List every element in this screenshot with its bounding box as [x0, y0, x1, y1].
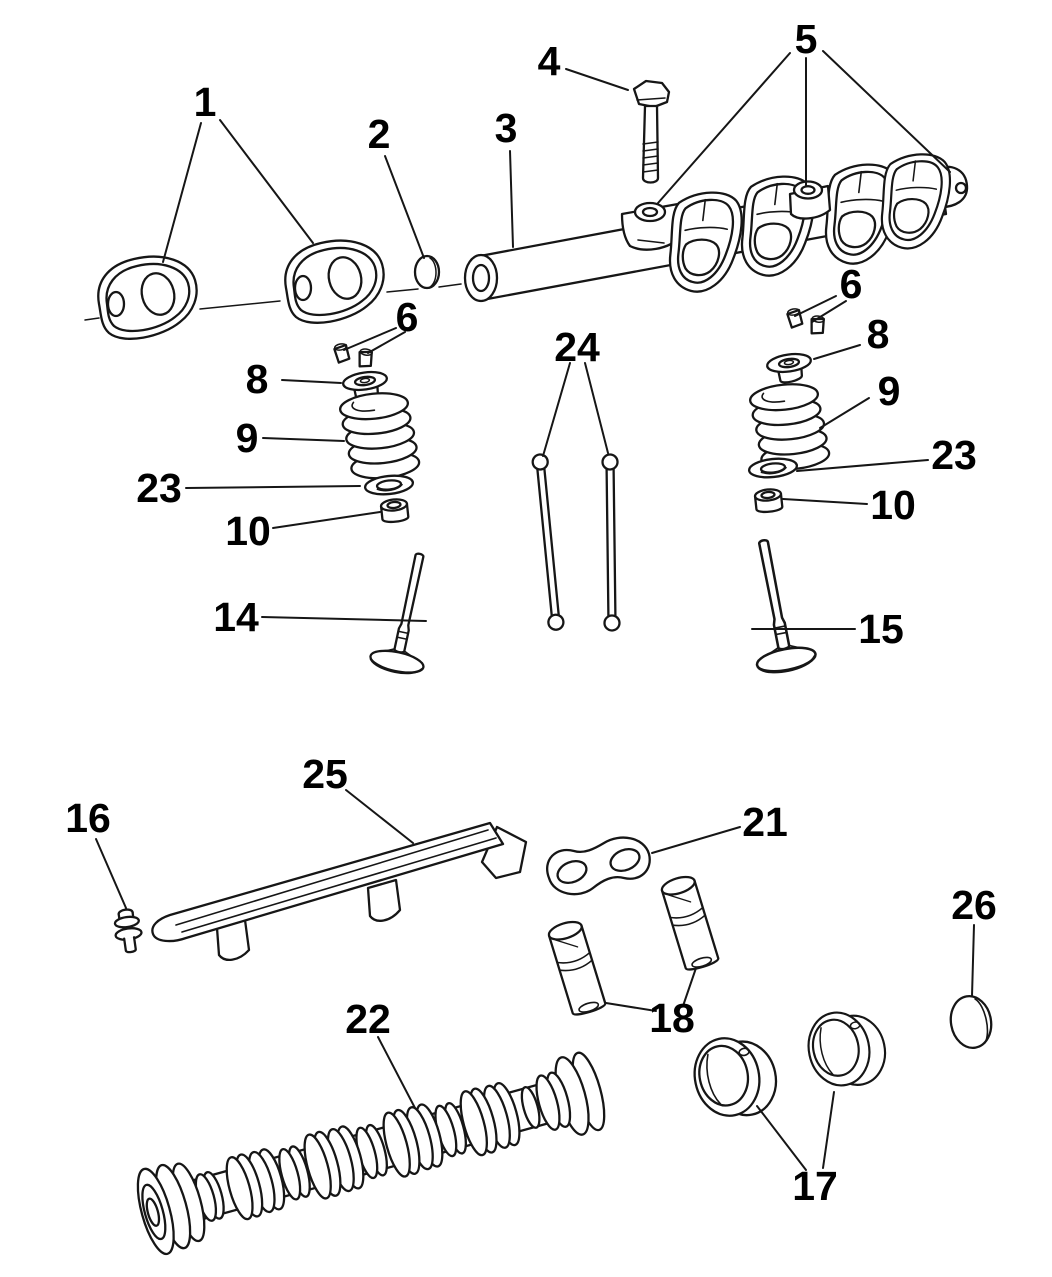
callout-8-leader	[813, 344, 861, 360]
spring-retainer-right	[764, 350, 815, 386]
callout-1-label: 1	[194, 79, 217, 125]
shield-stud	[113, 908, 143, 954]
valve-right	[732, 533, 819, 678]
callout-9-leader	[262, 437, 345, 442]
callout-17-leader	[822, 1091, 835, 1169]
callout-9-leader	[819, 397, 870, 429]
callout-6-leader	[367, 331, 406, 354]
callout-14-label: 14	[213, 594, 259, 640]
callout-16-label: 16	[65, 795, 111, 841]
callout-15-label: 15	[858, 606, 904, 652]
callout-1-leader	[219, 119, 314, 244]
callout-6-leader	[811, 300, 847, 323]
rocker-shaft-plug	[413, 254, 441, 290]
callout-6-label: 6	[396, 294, 419, 340]
camshaft	[136, 1051, 606, 1256]
camshaft-bearing-right	[800, 1002, 893, 1095]
callout-14-leader	[261, 616, 427, 622]
callout-21-leader	[651, 826, 741, 854]
callout-9-label: 9	[236, 415, 259, 461]
callout-9-label: 9	[878, 368, 901, 414]
callout-8-label: 8	[867, 311, 890, 357]
valve-stem-seal-right	[753, 487, 784, 515]
callout-17-label: 17	[792, 1163, 838, 1209]
callout-10-leader	[272, 511, 381, 529]
callout-6-label: 6	[840, 261, 863, 307]
callout-22-label: 22	[345, 996, 391, 1042]
callout-10-label: 10	[870, 482, 916, 528]
camshaft-bearing-left	[686, 1027, 784, 1126]
callout-4-leader	[565, 68, 629, 91]
valve-stem-seal-left	[379, 497, 410, 525]
pushrod-guide-plate	[546, 836, 651, 896]
callout-23-label: 23	[931, 432, 977, 478]
callout-26-leader	[971, 924, 975, 997]
callout-16-leader	[95, 838, 127, 909]
callout-25-label: 25	[302, 751, 348, 797]
callout-5-leader	[657, 52, 791, 204]
valve-spring-left	[337, 388, 422, 484]
callout-26-label: 26	[951, 882, 997, 928]
pushrods	[530, 452, 621, 632]
callout-1-leader	[162, 122, 202, 263]
rocker-shaft-bolt	[632, 79, 671, 184]
callout-5-leader	[822, 50, 951, 173]
callout-24-leader	[542, 362, 571, 457]
callout-8-label: 8	[246, 356, 269, 402]
callout-2-label: 2	[368, 111, 391, 157]
callout-18-label: 18	[649, 995, 695, 1041]
callout-18-leader	[605, 1002, 657, 1012]
callout-5-label: 5	[795, 16, 818, 62]
cup-plug	[949, 995, 993, 1049]
callout-23-label: 23	[136, 465, 182, 511]
valve-keepers-right	[785, 306, 827, 337]
callout-2-leader	[384, 155, 425, 259]
valve-left	[367, 547, 448, 679]
callout-10-label: 10	[225, 508, 271, 554]
callout-4-label: 4	[538, 38, 561, 84]
rocker-arm-left	[97, 255, 198, 340]
callout-23-leader	[185, 485, 361, 489]
callout-24-leader	[584, 362, 609, 454]
callout-17-leader	[756, 1105, 807, 1171]
callout-21-label: 21	[742, 799, 788, 845]
callout-25-leader	[345, 789, 414, 844]
callout-3-label: 3	[495, 105, 518, 151]
oil-shield-tray	[151, 821, 528, 961]
callout-24-label: 24	[554, 324, 600, 370]
callout-22-leader	[377, 1036, 416, 1109]
callout-8-leader	[281, 379, 342, 384]
callout-3-leader	[509, 150, 514, 248]
spring-seat-right	[747, 455, 799, 481]
callout-23-leader	[796, 459, 929, 472]
rocker-shaft-assembly	[463, 150, 969, 303]
callout-10-leader	[782, 498, 868, 505]
callout-6-leader	[343, 327, 397, 351]
callout-18-leader	[682, 967, 697, 1007]
callout-6-leader	[794, 295, 837, 317]
rocker-arm-second	[284, 239, 385, 324]
